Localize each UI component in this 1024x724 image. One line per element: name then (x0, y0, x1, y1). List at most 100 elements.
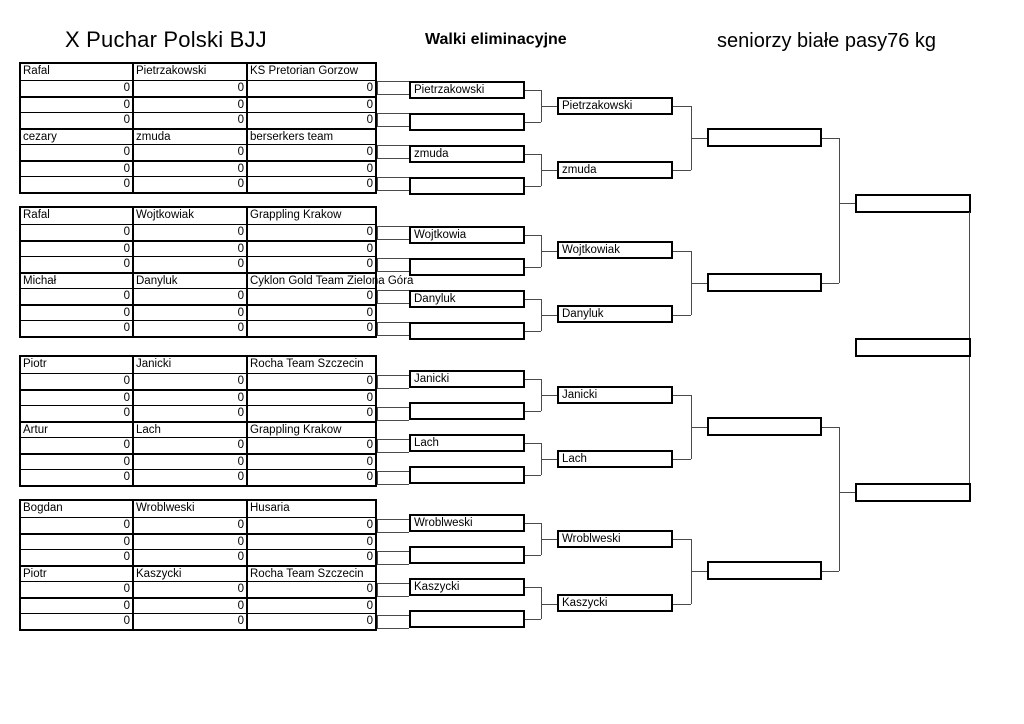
connector-line (377, 113, 378, 126)
connector-line (822, 571, 839, 572)
score-cell: 0 (366, 519, 373, 531)
connector-line (525, 267, 541, 268)
connector-line (525, 619, 541, 620)
athlete-club: Rocha Team Szczecin (250, 358, 364, 370)
round2-slot[interactable]: Pietrzakowski (409, 81, 525, 99)
score-cell: 0 (366, 258, 373, 270)
round2-slot[interactable]: Lach (409, 434, 525, 452)
connector-line (541, 587, 542, 619)
table-row: 0 0 0 (21, 176, 375, 192)
round3-slot[interactable]: Kaszycki (557, 594, 673, 612)
connector-line (377, 126, 409, 127)
table-row: 0 0 0 (21, 112, 375, 128)
round2-slot[interactable]: Wroblweski (409, 514, 525, 532)
round2-slot[interactable] (409, 322, 525, 340)
connector-line (377, 596, 409, 597)
connector-line (541, 251, 557, 252)
connector-line (377, 375, 378, 388)
score-cell: 0 (366, 600, 373, 612)
connector-line (377, 407, 409, 408)
round2-slot[interactable] (409, 466, 525, 484)
round2-slot[interactable]: Janicki (409, 370, 525, 388)
table-row: 0 0 0 (21, 405, 375, 421)
round2-slot[interactable]: Kaszycki (409, 578, 525, 596)
round4-slot[interactable] (707, 561, 822, 580)
connector-line (691, 571, 707, 572)
connector-line (377, 290, 378, 303)
connector-line (673, 315, 691, 316)
score-cell: 0 (366, 471, 373, 483)
athlete-first-name: Artur (21, 423, 134, 437)
round3-slot[interactable]: Pietrzakowski (557, 97, 673, 115)
athlete-first-name: Piotr (21, 357, 134, 373)
round2-slot[interactable] (409, 113, 525, 131)
connector-line (377, 290, 409, 291)
connector-line (541, 106, 557, 107)
connector-line (673, 395, 691, 396)
connector-line (525, 154, 541, 155)
round2-slot[interactable] (409, 402, 525, 420)
round3-slot[interactable]: Janicki (557, 386, 673, 404)
connector-line (377, 258, 409, 259)
table-row: 0 0 0 (21, 533, 375, 549)
table-row: 0 0 0 (21, 320, 375, 336)
round4-slot[interactable] (707, 128, 822, 147)
round3-slot[interactable]: zmuda (557, 161, 673, 179)
score-cell: 0 (21, 225, 134, 240)
connector-line (541, 604, 557, 605)
score-cell: 0 (134, 438, 248, 453)
athlete-club: Rocha Team Szczecin (250, 568, 364, 580)
score-cell: 0 (366, 82, 373, 94)
connector-line (541, 170, 557, 171)
athlete-club: Husaria (250, 502, 290, 514)
round2-slot[interactable]: zmuda (409, 145, 525, 163)
score-cell: 0 (21, 321, 134, 336)
athlete-club: Grappling Krakow (250, 209, 342, 221)
connector-line (377, 615, 409, 616)
round2-slot[interactable] (409, 258, 525, 276)
round3-slot[interactable]: Wroblweski (557, 530, 673, 548)
connector-line (525, 411, 541, 412)
round4-slot[interactable] (707, 273, 822, 292)
connector-line (525, 122, 541, 123)
connector-line (377, 551, 378, 564)
table-row: 0 0 0 (21, 304, 375, 320)
round3-slot[interactable]: Danyluk (557, 305, 673, 323)
connector-line (377, 439, 378, 452)
score-cell: 0 (134, 550, 248, 565)
athlete-last-name: Danyluk (134, 274, 248, 288)
table-row: Rafal Pietrzakowski KS Pretorian Gorzow (21, 64, 375, 80)
round2-slot[interactable] (409, 610, 525, 628)
group-table-3: Piotr Janicki Rocha Team Szczecin 0 0 0 … (19, 355, 377, 487)
round5-slot[interactable] (855, 194, 971, 213)
connector-line (673, 539, 691, 540)
round3-slot[interactable]: Wojtkowiak (557, 241, 673, 259)
athlete-first-name: Michał (21, 274, 134, 288)
connector-line (525, 587, 541, 588)
round4-slot[interactable] (707, 417, 822, 436)
round2-slot[interactable]: Danyluk (409, 290, 525, 308)
connector-line (377, 322, 409, 323)
connector-line (673, 459, 691, 460)
connector-line (691, 283, 707, 284)
table-row: 0 0 0 (21, 389, 375, 405)
table-row: 0 0 0 (21, 288, 375, 304)
score-cell: 0 (134, 391, 248, 405)
score-cell: 0 (366, 583, 373, 595)
connector-line (822, 283, 839, 284)
score-cell: 0 (366, 226, 373, 238)
score-cell: 0 (366, 99, 373, 111)
score-cell: 0 (134, 599, 248, 613)
round2-slot[interactable] (409, 177, 525, 195)
round2-slot[interactable] (409, 546, 525, 564)
round5-slot[interactable] (855, 483, 971, 502)
round2-slot[interactable]: Wojtkowia (409, 226, 525, 244)
score-cell: 0 (134, 321, 248, 336)
table-row: 0 0 0 (21, 160, 375, 176)
score-cell: 0 (134, 535, 248, 549)
round3-slot[interactable]: Lach (557, 450, 673, 468)
final-slot[interactable] (855, 338, 971, 357)
connector-line (377, 388, 409, 389)
connector-line (377, 81, 378, 94)
